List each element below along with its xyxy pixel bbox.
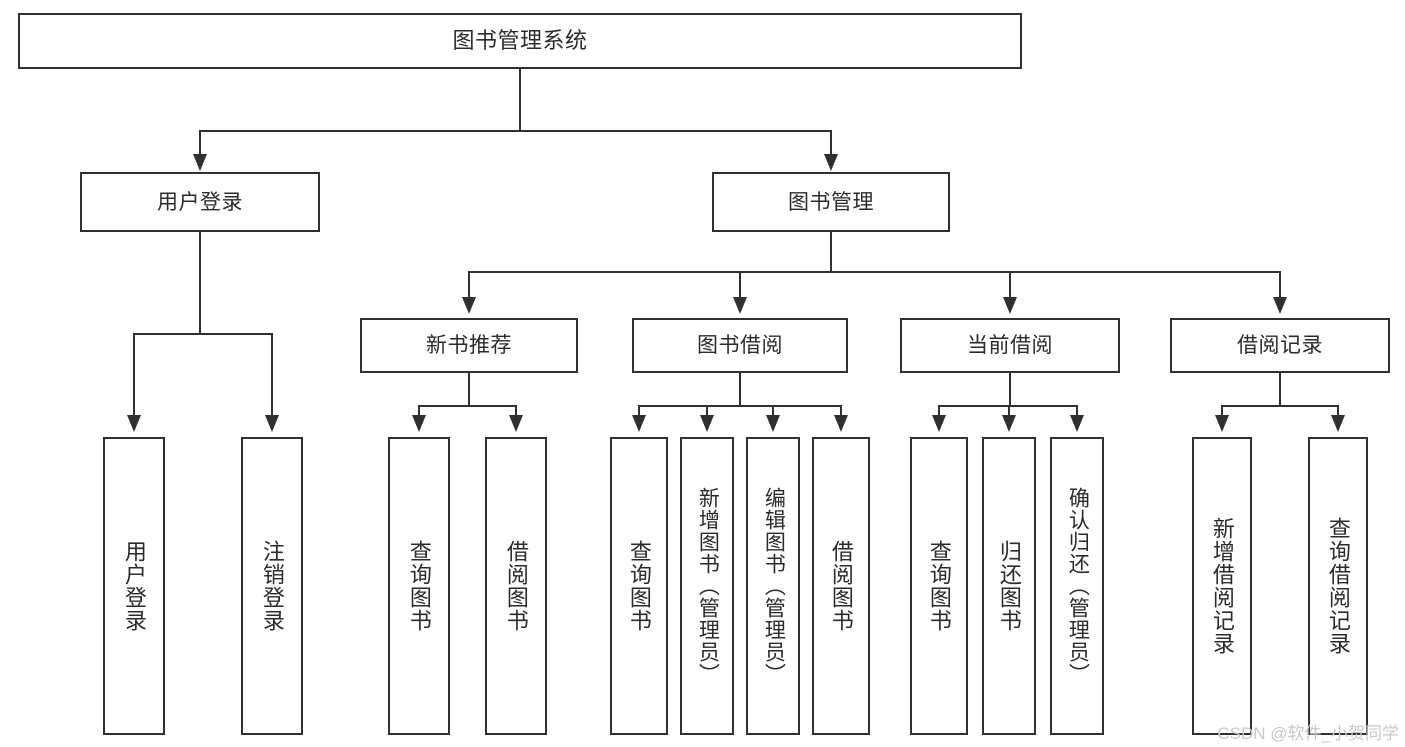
leaf-borrow-record-add-record[interactable]: 新增借阅记录	[1192, 437, 1252, 735]
connector-book-borrow-drop-3	[772, 405, 774, 417]
watermark-text: CSDN @软件_小贺同学	[1217, 724, 1399, 743]
leaf-book-borrow-add-book-admin[interactable]: 新增图书（管理员）	[680, 437, 734, 735]
leaf-book-borrow-query-book[interactable]: 查询图书	[610, 437, 668, 735]
node-label: 查询借阅记录	[1325, 517, 1351, 655]
connector-current-borrow-drop-2	[1008, 405, 1010, 417]
arrow-current-borrow-leaf-1	[932, 415, 946, 432]
leaf-new-book-query-book[interactable]: 查询图书	[388, 437, 450, 735]
connector-bm-drop-borrow-record	[1279, 271, 1281, 299]
node-label: 新增借阅记录	[1209, 517, 1235, 655]
node-label: 借阅图书	[828, 540, 854, 632]
node-current-borrow[interactable]: 当前借阅	[900, 318, 1120, 373]
arrow-bm-to-borrow-record	[1273, 297, 1287, 314]
leaf-current-borrow-return-book[interactable]: 归还图书	[982, 437, 1036, 735]
connector-current-borrow-drop-3	[1076, 405, 1078, 417]
connector-current-borrow-drop-1	[938, 405, 940, 417]
connector-current-borrow-trunk	[1009, 373, 1011, 405]
node-label: 用户登录	[121, 540, 147, 632]
arrow-bm-to-current-borrow	[1003, 297, 1017, 314]
connector-root-trunk	[519, 69, 521, 131]
leaf-book-borrow-borrow-book[interactable]: 借阅图书	[812, 437, 870, 735]
connector-new-book-drop-1	[418, 405, 420, 417]
arrow-bm-to-new-book	[462, 297, 476, 314]
connector-book-borrow-trunk	[739, 373, 741, 405]
leaf-current-borrow-query-book[interactable]: 查询图书	[910, 437, 968, 735]
connector-new-book-bus	[418, 405, 517, 407]
connector-book-borrow-drop-1	[638, 405, 640, 417]
node-label: 图书管理系统	[452, 28, 588, 53]
connector-book-borrow-bus	[638, 405, 841, 407]
connector-bm-drop-current-borrow	[1009, 271, 1011, 299]
connector-root-bus	[199, 130, 831, 132]
connector-borrow-record-drop-2	[1337, 405, 1339, 417]
arrow-root-to-book-management	[824, 154, 838, 171]
connector-book-borrow-drop-2	[706, 405, 708, 417]
node-label: 查询图书	[926, 540, 952, 632]
connector-new-book-trunk	[468, 373, 470, 405]
node-borrow-record[interactable]: 借阅记录	[1170, 318, 1390, 373]
connector-book-borrow-drop-4	[840, 405, 842, 417]
connector-book-management-bus	[468, 271, 1280, 273]
arrow-book-borrow-leaf-4	[834, 415, 848, 432]
node-label: 新书推荐	[426, 334, 512, 357]
connector-root-to-book-management	[830, 130, 832, 156]
connector-borrow-record-drop-1	[1221, 405, 1223, 417]
arrow-book-borrow-leaf-1	[632, 415, 646, 432]
leaf-user-login-logout[interactable]: 注销登录	[241, 437, 303, 735]
node-label: 归还图书	[996, 540, 1022, 632]
connector-new-book-drop-2	[515, 405, 517, 417]
node-label: 注销登录	[259, 540, 285, 632]
arrow-root-to-user-login	[193, 154, 207, 171]
node-label: 图书借阅	[697, 334, 783, 357]
node-label: 用户登录	[157, 190, 243, 214]
arrow-book-borrow-leaf-3	[766, 415, 780, 432]
node-user-login[interactable]: 用户登录	[80, 172, 320, 232]
connector-bm-drop-book-borrow	[739, 271, 741, 299]
arrow-borrow-record-leaf-2	[1331, 415, 1345, 432]
connector-root-to-user-login	[199, 130, 201, 156]
node-label: 当前借阅	[967, 334, 1053, 357]
node-label: 新增图书（管理员）	[696, 487, 720, 685]
node-root-book-management-system[interactable]: 图书管理系统	[18, 13, 1022, 69]
connector-user-login-bus	[133, 333, 272, 335]
leaf-book-borrow-edit-book-admin[interactable]: 编辑图书（管理员）	[746, 437, 800, 735]
node-label: 图书管理	[788, 190, 874, 214]
connector-bm-drop-new-book	[468, 271, 470, 299]
leaf-new-book-borrow-book[interactable]: 借阅图书	[485, 437, 547, 735]
node-book-borrow[interactable]: 图书借阅	[632, 318, 848, 373]
leaf-borrow-record-query-record[interactable]: 查询借阅记录	[1308, 437, 1368, 735]
node-label: 借阅图书	[503, 540, 529, 632]
node-new-book-recommend[interactable]: 新书推荐	[360, 318, 578, 373]
node-label: 查询图书	[626, 540, 652, 632]
connector-user-login-trunk	[199, 232, 201, 333]
node-book-management[interactable]: 图书管理	[712, 172, 950, 232]
arrow-borrow-record-leaf-1	[1215, 415, 1229, 432]
arrow-user-login-leaf-1	[127, 415, 141, 432]
leaf-user-login-login[interactable]: 用户登录	[103, 437, 165, 735]
connector-user-login-drop-1	[133, 333, 135, 417]
connector-borrow-record-bus	[1221, 405, 1338, 407]
arrow-current-borrow-leaf-2	[1002, 415, 1016, 432]
arrow-bm-to-book-borrow	[733, 297, 747, 314]
node-label: 借阅记录	[1237, 334, 1323, 357]
arrow-current-borrow-leaf-3	[1070, 415, 1084, 432]
connector-current-borrow-bus	[938, 405, 1077, 407]
node-label: 查询图书	[406, 540, 432, 632]
leaf-current-borrow-confirm-return-admin[interactable]: 确认归还（管理员）	[1050, 437, 1104, 735]
arrow-new-book-leaf-1	[412, 415, 426, 432]
connector-user-login-drop-2	[271, 333, 273, 417]
connector-borrow-record-trunk	[1279, 373, 1281, 405]
arrow-user-login-leaf-2	[265, 415, 279, 432]
node-label: 确认归还（管理员）	[1066, 487, 1090, 685]
connector-book-management-trunk	[830, 232, 832, 271]
arrow-new-book-leaf-2	[509, 415, 523, 432]
node-label: 编辑图书（管理员）	[762, 487, 786, 685]
arrow-book-borrow-leaf-2	[700, 415, 714, 432]
